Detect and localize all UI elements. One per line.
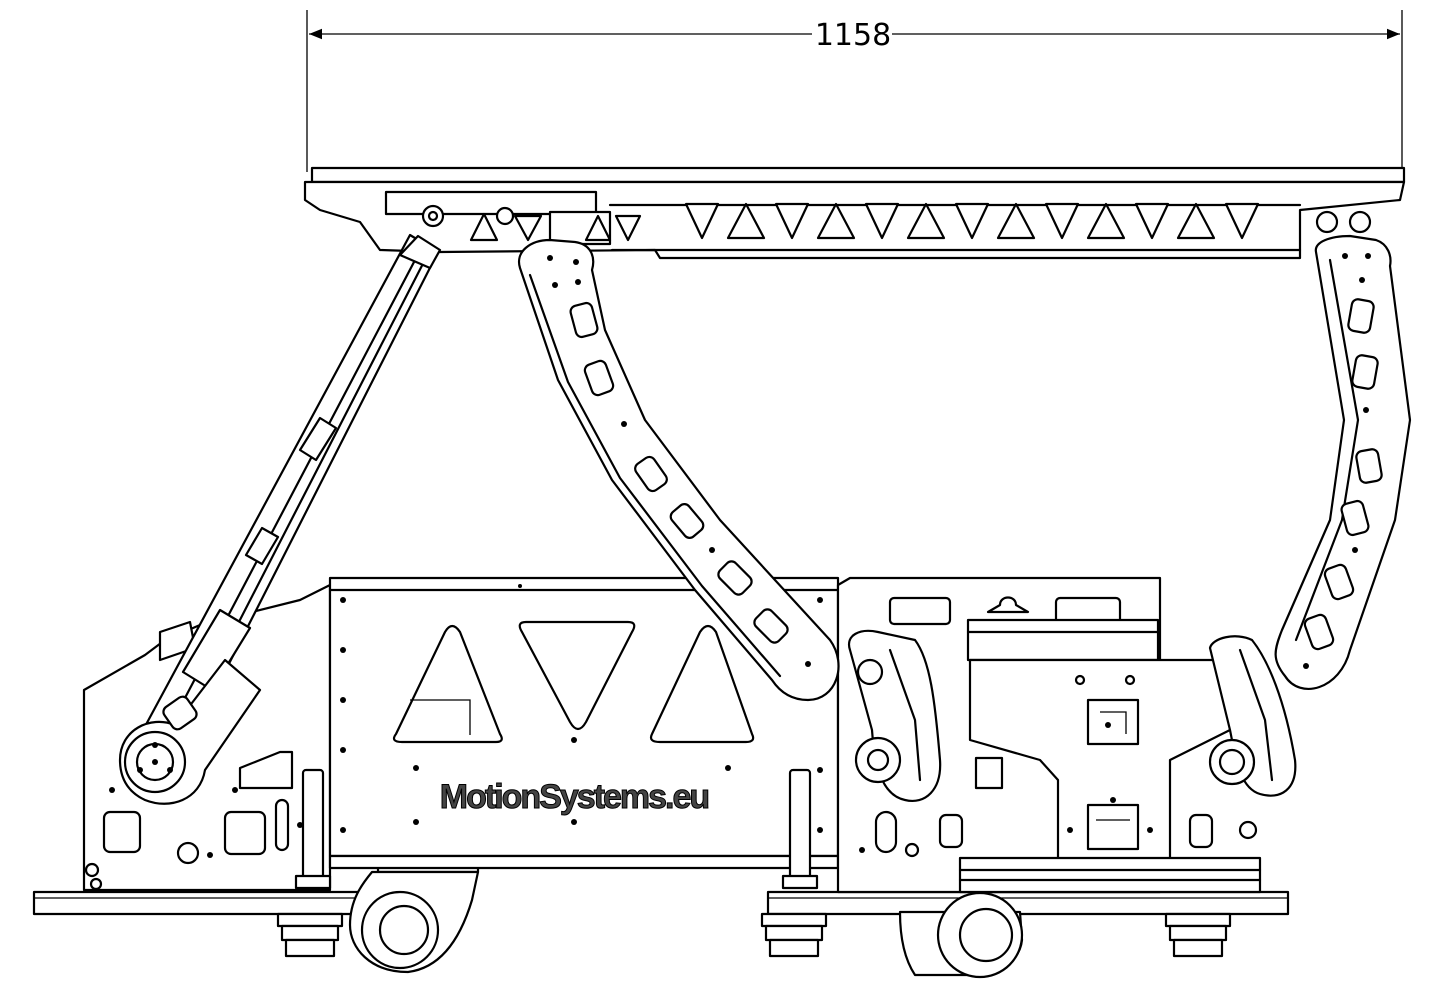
base-plate-right [766, 890, 1290, 916]
dimension-value: 1158 [815, 18, 891, 53]
support-posts [294, 768, 819, 890]
leveling-feet [276, 912, 1232, 958]
motor-link-right [1208, 635, 1297, 797]
right-crank-arm [1274, 234, 1412, 690]
cutout-triangle-right [649, 624, 755, 744]
platform-triangle-cutouts [684, 202, 1260, 240]
center-crank-arm [517, 238, 840, 702]
left-actuator [133, 233, 442, 772]
base-plate-left [32, 890, 396, 916]
cutout-triangle-center [518, 620, 636, 731]
left-crank-link [118, 658, 262, 805]
platform-plate [310, 166, 1406, 184]
top-platform [303, 166, 1406, 260]
foot-right [1164, 912, 1232, 958]
base-plates [32, 890, 1290, 916]
foot-left [276, 912, 344, 958]
brand-logo: MotionSystems.eu [440, 778, 709, 816]
caster-wheel-right [898, 891, 1024, 979]
cutout-triangle-left [392, 624, 503, 744]
dimension-annotation: 1158 [306, 10, 1403, 172]
right-housing [836, 576, 1262, 894]
main-box: MotionSystems.eu [328, 576, 840, 870]
motor-link-left [847, 629, 942, 803]
foot-center [760, 912, 828, 958]
